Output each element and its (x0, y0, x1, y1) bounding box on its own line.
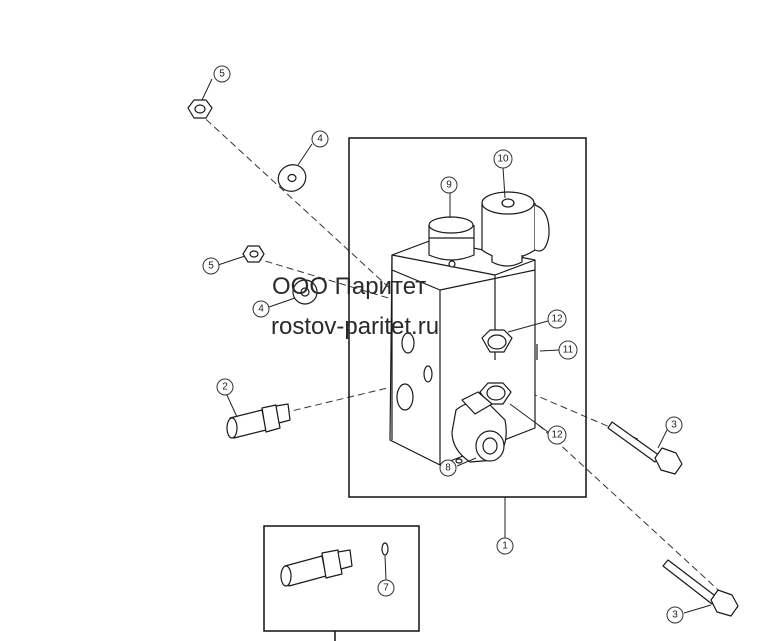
fitting-part-2 (226, 403, 291, 439)
bolt-upper (607, 421, 683, 475)
svg-text:11: 11 (563, 345, 574, 356)
callout-4-left: 4 (252, 300, 270, 318)
leader-10 (502, 166, 506, 199)
assembly-axis-left (254, 257, 396, 301)
callout-3-lower: 3 (666, 606, 684, 624)
callout-10: 10 (493, 149, 513, 169)
callout-3-upper: 3 (665, 416, 683, 434)
assembly-axis-middle (282, 384, 401, 414)
leader-3a (657, 429, 668, 449)
callout-8: 8 (439, 459, 457, 477)
plug-part-9 (428, 216, 475, 261)
svg-text:7: 7 (383, 583, 389, 594)
leader-4b (268, 297, 296, 308)
leader-7 (384, 555, 387, 581)
leader-11 (539, 349, 560, 352)
callout-12-upper: 12 (547, 309, 567, 329)
callout-12-lower: 12 (547, 425, 567, 445)
plug-part-12-upper (481, 329, 513, 353)
svg-text:3: 3 (672, 610, 678, 621)
sub-assembly-fitting (280, 549, 353, 587)
svg-text:10: 10 (497, 154, 509, 165)
hex-nut-top (187, 99, 213, 119)
leader-3b (683, 604, 712, 614)
callout-5-left: 5 (202, 257, 220, 275)
svg-text:9: 9 (446, 180, 452, 191)
watermark-company: ООО Паритет (272, 273, 426, 300)
leader-8 (456, 457, 477, 467)
svg-text:12: 12 (551, 430, 563, 441)
leader-4a (297, 143, 313, 166)
svg-text:4: 4 (258, 304, 264, 315)
svg-text:12: 12 (551, 314, 563, 325)
o-ring-part-7 (381, 542, 389, 556)
callout-11: 11 (558, 340, 578, 360)
callout-7: 7 (377, 579, 395, 597)
callout-5-top: 5 (213, 65, 231, 83)
svg-text:4: 4 (317, 134, 323, 145)
callout-1: 1 (496, 537, 514, 555)
bolt-lower (662, 559, 739, 617)
leader-12b (509, 403, 549, 433)
callout-9: 9 (440, 176, 458, 194)
watermark-url: rostov-paritet.ru (271, 313, 439, 340)
leader-5b (217, 255, 246, 266)
callout-2: 2 (216, 378, 234, 396)
sub-assembly-frame (263, 525, 420, 632)
solenoid-coil-part-10 (481, 191, 550, 267)
svg-text:3: 3 (671, 420, 677, 431)
washer-left (292, 279, 318, 305)
leader-5a (201, 78, 213, 101)
svg-text:1: 1 (502, 541, 508, 552)
svg-text:8: 8 (445, 463, 451, 474)
leader-2 (225, 392, 238, 418)
svg-text:5: 5 (219, 69, 225, 80)
valve-assembly-frame (348, 137, 587, 498)
svg-text:2: 2 (222, 382, 228, 393)
leader-12a (507, 320, 549, 333)
svg-text:5: 5 (208, 261, 214, 272)
hex-nut-left (242, 245, 265, 263)
washer-top (277, 164, 307, 192)
plug-part-12-lower (479, 382, 512, 405)
solenoid-valve-part-8 (451, 391, 507, 463)
callout-4-top: 4 (311, 130, 329, 148)
